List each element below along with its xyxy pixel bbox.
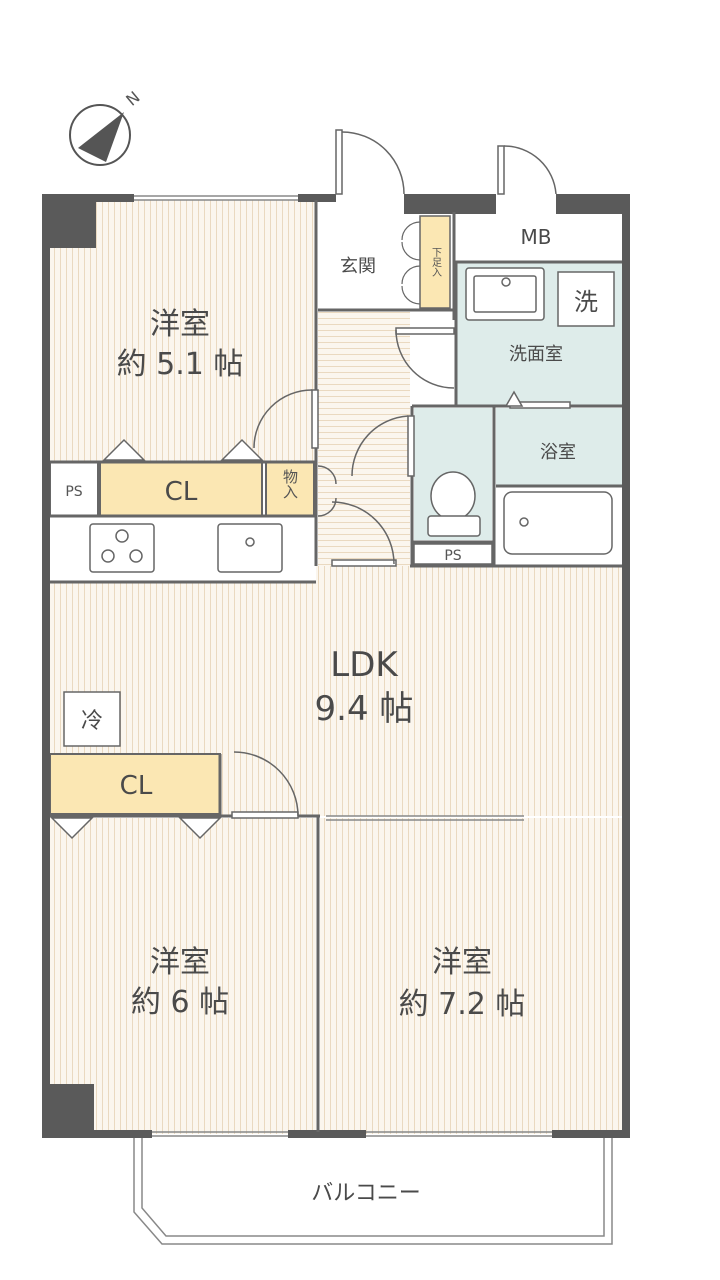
shoe-cabinet-doors bbox=[401, 221, 421, 305]
closet2-label: CL bbox=[120, 771, 153, 801]
bathtub bbox=[503, 491, 613, 555]
mb-label: MB bbox=[521, 225, 552, 249]
floor-areas bbox=[50, 200, 624, 1134]
floor-bedroom-bottom-left bbox=[50, 818, 316, 1134]
wall-bottom-a bbox=[42, 1130, 152, 1138]
bedroom1-name: 洋室 bbox=[150, 307, 210, 342]
ps-toilet-label: PS bbox=[444, 548, 461, 564]
compass-label: N bbox=[122, 87, 143, 109]
wall-left bbox=[42, 194, 50, 1138]
doors bbox=[231, 129, 571, 819]
interior-walls bbox=[50, 200, 622, 1132]
wall-top-a bbox=[404, 194, 496, 214]
wall-bottom-c bbox=[552, 1130, 630, 1138]
fixtures bbox=[63, 267, 615, 747]
ps-left-label: PS bbox=[65, 484, 82, 500]
fridge-box bbox=[63, 691, 121, 747]
column-top-left bbox=[42, 194, 96, 248]
wall-top-mid bbox=[298, 194, 336, 202]
ldk-size: 9.4 帖 bbox=[315, 689, 414, 729]
labels: 洋室 約 5.1 帖 LDK 9.4 帖 洋室 約 6 帖 洋室 約 7.2 帖… bbox=[65, 225, 598, 1206]
wall-right bbox=[622, 194, 630, 1138]
ldk-name: LDK bbox=[330, 645, 399, 685]
toilet-tank bbox=[427, 515, 481, 537]
toilet-bowl bbox=[430, 471, 476, 521]
bedroom3-name: 洋室 bbox=[432, 945, 492, 980]
bath-area-top bbox=[496, 408, 622, 486]
bedroom1-size: 約 5.1 帖 bbox=[117, 347, 244, 382]
balcony bbox=[133, 1138, 613, 1245]
compass: N bbox=[69, 87, 144, 166]
closet-door-marks bbox=[50, 390, 524, 840]
column-top-right bbox=[598, 194, 630, 214]
ps-toilet-box bbox=[413, 543, 493, 565]
floor-bedroom-bottom-right bbox=[320, 818, 624, 1134]
bedroom3-size: 約 7.2 帖 bbox=[399, 987, 526, 1022]
washroom-label: 洗面室 bbox=[509, 344, 563, 365]
fridge-label: 冷 bbox=[81, 709, 103, 734]
shoe-cabinet-label: 下足入 bbox=[430, 247, 442, 277]
bedroom2-size: 約 6 帖 bbox=[131, 985, 229, 1020]
balcony-label: バルコニー bbox=[311, 1181, 421, 1206]
bathroom-label: 浴室 bbox=[540, 442, 576, 463]
walls bbox=[42, 194, 630, 1138]
closet1-label: CL bbox=[165, 477, 198, 507]
bedroom2-name: 洋室 bbox=[150, 945, 210, 980]
storage-box bbox=[265, 461, 315, 517]
closet-top bbox=[99, 461, 263, 517]
wall-bottom-b bbox=[288, 1130, 366, 1138]
washer-box bbox=[557, 271, 615, 327]
shoe-cabinet bbox=[419, 215, 451, 309]
windows bbox=[134, 195, 552, 1137]
column-bottom-left bbox=[42, 1084, 94, 1138]
kitchen-sink bbox=[217, 523, 283, 573]
washer-label: 洗 bbox=[574, 288, 598, 316]
storage-label: 物入 bbox=[281, 469, 299, 499]
entrance-label: 玄関 bbox=[340, 256, 376, 277]
